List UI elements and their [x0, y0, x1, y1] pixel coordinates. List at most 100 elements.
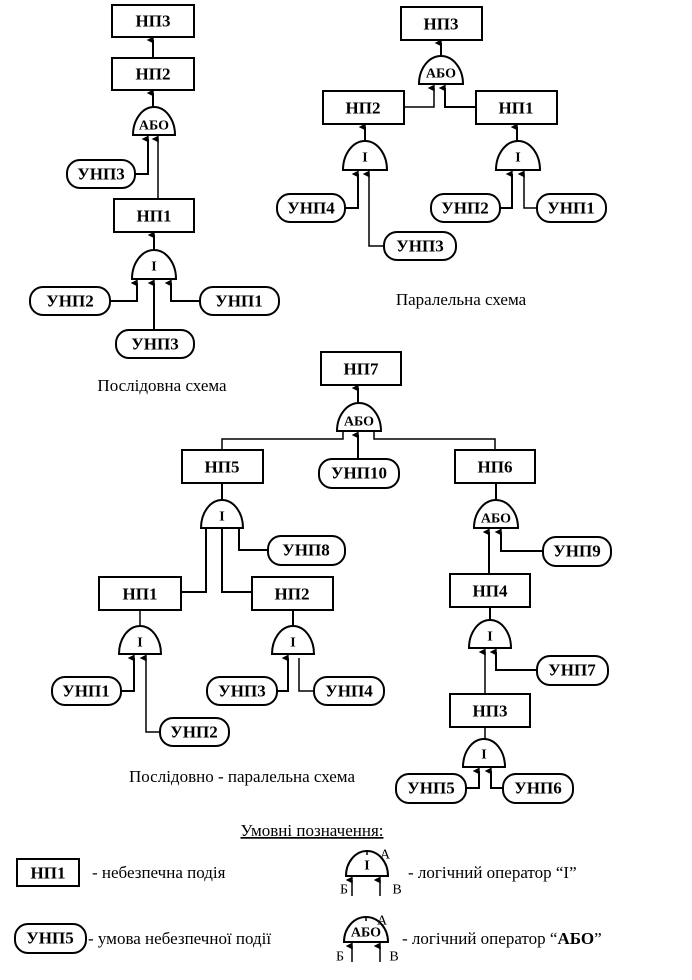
- event-np1: НП1: [98, 576, 182, 611]
- and-gate: І: [130, 249, 178, 280]
- svg-text:АБО: АБО: [481, 512, 511, 527]
- svg-text:І: І: [137, 636, 142, 651]
- condition-unp3: УНП3: [66, 159, 136, 189]
- svg-text:АБО: АБО: [344, 415, 374, 430]
- svg-text:УНП3: УНП3: [396, 237, 443, 256]
- connector: [164, 279, 200, 302]
- legend-condition-sample: УНП5: [14, 923, 87, 954]
- connector: [135, 135, 149, 175]
- svg-text:І: І: [219, 510, 224, 525]
- connector: [484, 767, 503, 789]
- connector: [277, 654, 289, 692]
- condition-unp2: УНП2: [430, 193, 501, 223]
- svg-text:НП1: НП1: [499, 99, 534, 118]
- legend-and-desc: - логічний оператор “І”: [408, 863, 577, 882]
- event-np6: НП6: [454, 449, 536, 484]
- condition-unp8: УНП8: [267, 535, 346, 566]
- connector: [238, 528, 268, 551]
- parallel-scheme: НП3 АБО НП2 НП1 І І: [276, 6, 607, 309]
- event-np3: НП3: [449, 693, 531, 728]
- condition-unp9: УНП9: [542, 536, 612, 567]
- and-gate-np4: І: [467, 619, 513, 649]
- mixed-caption: Послідовно - паралельна схема: [129, 767, 355, 786]
- sequential-scheme: НП3 НП2 АБО УНП3 НП1 І: [29, 4, 280, 395]
- event-np2: НП2: [111, 57, 195, 91]
- svg-text:І: І: [290, 636, 295, 651]
- event-np3: НП3: [111, 4, 195, 38]
- svg-text:НП5: НП5: [205, 458, 240, 477]
- svg-text:І: І: [151, 260, 156, 275]
- svg-text:НП3: НП3: [473, 702, 508, 721]
- svg-text:УНП4: УНП4: [287, 199, 335, 218]
- legend-or-desc: - логічний оператор “АБО”: [402, 929, 602, 948]
- svg-text:НП1: НП1: [31, 864, 66, 883]
- and-gate-right: І: [494, 140, 542, 171]
- svg-text:УНП10: УНП10: [331, 464, 387, 483]
- connector: [466, 767, 480, 789]
- svg-text:Б: Б: [340, 883, 348, 898]
- condition-unp2: УНП2: [29, 286, 111, 316]
- svg-text:УНП4: УНП4: [325, 682, 373, 701]
- condition-unp10: УНП10: [318, 458, 400, 489]
- condition-unp1: УНП1: [199, 286, 280, 316]
- condition-unp7: УНП7: [536, 655, 609, 686]
- parallel-caption: Паралельна схема: [396, 290, 527, 309]
- svg-text:УНП1: УНП1: [215, 292, 262, 311]
- and-gate-left: І: [341, 140, 389, 171]
- condition-unp1: УНП1: [536, 193, 607, 223]
- svg-text:УНП6: УНП6: [514, 779, 561, 798]
- event-np2: НП2: [251, 576, 334, 611]
- event-np7: НП7: [320, 351, 402, 386]
- condition-unp4: УНП4: [276, 193, 346, 223]
- connector: [221, 431, 344, 449]
- legend-event-desc: - небезпечна подія: [92, 863, 226, 882]
- legend-event-sample: НП1: [16, 858, 80, 887]
- or-gate: АБО: [417, 55, 465, 85]
- connector: [121, 654, 135, 692]
- svg-text:УНП1: УНП1: [547, 199, 594, 218]
- legend-and-gate: І А Б В: [340, 848, 402, 898]
- legend-or-gate: АБО А Б В: [336, 914, 399, 965]
- svg-text:НП6: НП6: [478, 458, 513, 477]
- or-gate-top: АБО: [335, 402, 383, 432]
- svg-text:УНП5: УНП5: [26, 929, 73, 948]
- svg-text:НП7: НП7: [344, 360, 379, 379]
- condition-unp3: УНП3: [383, 231, 457, 261]
- connector: [494, 528, 543, 552]
- svg-text:УНП2: УНП2: [46, 292, 93, 311]
- svg-text:АБО: АБО: [139, 119, 169, 134]
- connector: [345, 170, 359, 209]
- connector: [489, 648, 537, 671]
- and-gate-np5: І: [199, 499, 245, 529]
- connector: [373, 431, 496, 449]
- condition-unp1: УНП1: [51, 676, 122, 706]
- sequential-caption: Послідовна схема: [97, 376, 227, 395]
- svg-text:НП1: НП1: [137, 207, 172, 226]
- connector: [362, 170, 384, 247]
- svg-text:В: В: [392, 883, 401, 898]
- svg-text:УНП3: УНП3: [131, 335, 178, 354]
- svg-text:УНП2: УНП2: [441, 199, 488, 218]
- svg-text:УНП3: УНП3: [218, 682, 265, 701]
- and-gate-np2: І: [270, 625, 316, 655]
- connector: [139, 654, 160, 733]
- event-np4: НП4: [449, 573, 531, 608]
- svg-text:НП1: НП1: [123, 585, 158, 604]
- svg-text:НП3: НП3: [136, 12, 171, 31]
- or-gate-np6: АБО: [472, 499, 520, 529]
- svg-text:УНП9: УНП9: [553, 542, 600, 561]
- svg-text:УНП7: УНП7: [548, 661, 596, 680]
- svg-text:І: І: [362, 151, 367, 166]
- or-gate: АБО: [131, 106, 177, 136]
- svg-text:І: І: [515, 151, 520, 166]
- svg-text:НП2: НП2: [275, 585, 310, 604]
- legend: Умовні позначення: НП1 - небезпечна поді…: [14, 821, 602, 965]
- svg-text:А: А: [377, 914, 388, 929]
- event-np1: НП1: [113, 198, 195, 233]
- mixed-scheme: НП7 АБО НП5 УНП10 НП6 І: [51, 351, 612, 804]
- svg-text:УНП8: УНП8: [282, 541, 329, 560]
- connector: [110, 279, 138, 302]
- condition-unp2: УНП2: [159, 717, 230, 747]
- svg-text:І: І: [487, 630, 492, 645]
